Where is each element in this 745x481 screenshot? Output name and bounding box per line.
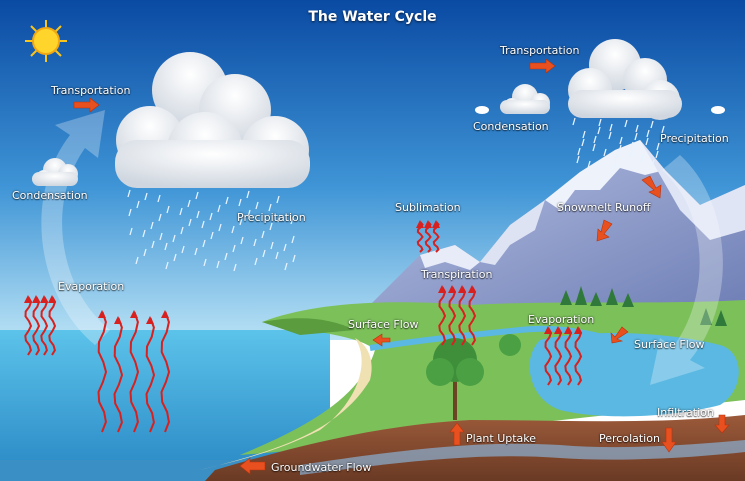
label-evaporation-ocean: Evaporation [58, 280, 124, 293]
label-transpiration: Transpiration [421, 268, 492, 281]
sun-icon [25, 20, 67, 62]
label-precipitation-right: Precipitation [660, 132, 729, 145]
label-sublimation: Sublimation [395, 201, 461, 214]
label-percolation: Percolation [599, 432, 660, 445]
label-surface-flow-left: Surface Flow [348, 318, 419, 331]
label-groundwater-flow: Groundwater Flow [271, 461, 371, 474]
label-transportation-left: Transportation [51, 84, 130, 97]
label-transportation-right: Transportation [500, 44, 579, 57]
label-plant-uptake: Plant Uptake [466, 432, 536, 445]
label-infiltration: Infiltration [657, 406, 714, 419]
label-condensation-left: Condensation [12, 189, 88, 202]
label-evaporation-lake: Evaporation [528, 313, 594, 326]
label-surface-flow-right: Surface Flow [634, 338, 705, 351]
label-snowmelt-runoff: Snowmelt Runoff [557, 201, 650, 214]
label-condensation-right: Condensation [473, 120, 549, 133]
diagram-title: The Water Cycle [0, 9, 745, 25]
bush [499, 334, 521, 356]
label-precipitation-left: Precipitation [237, 211, 306, 224]
